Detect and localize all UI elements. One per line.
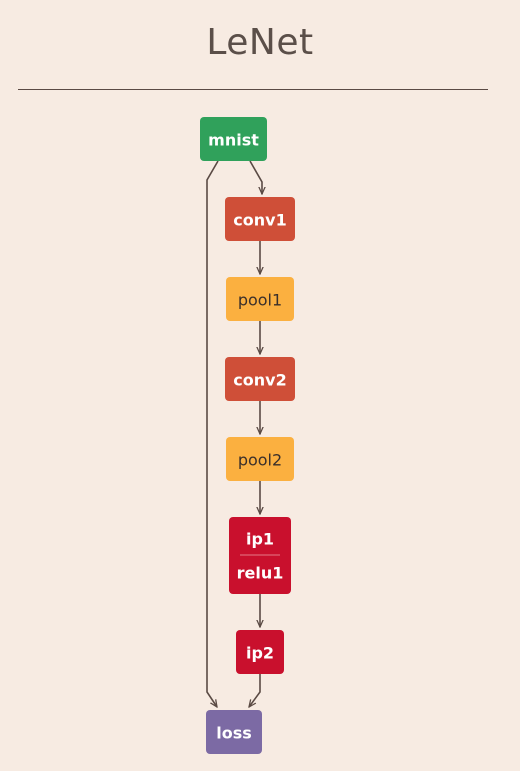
edges (206, 160, 262, 707)
node-pool1-label: pool1 (238, 291, 282, 310)
node-pool2[interactable]: pool2 (226, 437, 294, 481)
page-title: LeNet (206, 22, 314, 63)
node-ip1-label: ip1 (246, 530, 274, 549)
title-divider (18, 89, 488, 90)
node-pool2-label: pool2 (238, 451, 282, 470)
node-conv1[interactable]: conv1 (225, 197, 295, 241)
node-loss-label: loss (216, 724, 252, 743)
node-mnist-box (200, 117, 267, 161)
node-conv2-box (225, 357, 295, 401)
node-ip1-sublabel: relu1 (237, 564, 284, 583)
node-conv1-label: conv1 (233, 211, 286, 230)
node-ip1[interactable]: ip1 relu1 (229, 517, 291, 594)
node-loss[interactable]: loss (206, 710, 262, 754)
node-ip2[interactable]: ip2 (236, 630, 284, 674)
node-conv2[interactable]: conv2 (225, 357, 295, 401)
edge-mnist-loss (206, 160, 219, 707)
node-mnist[interactable]: mnist (200, 117, 267, 161)
node-mnist-label: mnist (208, 131, 259, 150)
node-ip2-box (236, 630, 284, 674)
node-pool1[interactable]: pool1 (226, 277, 294, 321)
edge-mnist-conv1 (249, 160, 262, 194)
edge-ip2-loss (249, 674, 261, 707)
node-conv2-label: conv2 (233, 371, 286, 390)
node-pool2-box (226, 437, 294, 481)
node-loss-box (206, 710, 262, 754)
node-ip2-label: ip2 (246, 644, 274, 663)
node-pool1-box (226, 277, 294, 321)
node-conv1-box (225, 197, 295, 241)
